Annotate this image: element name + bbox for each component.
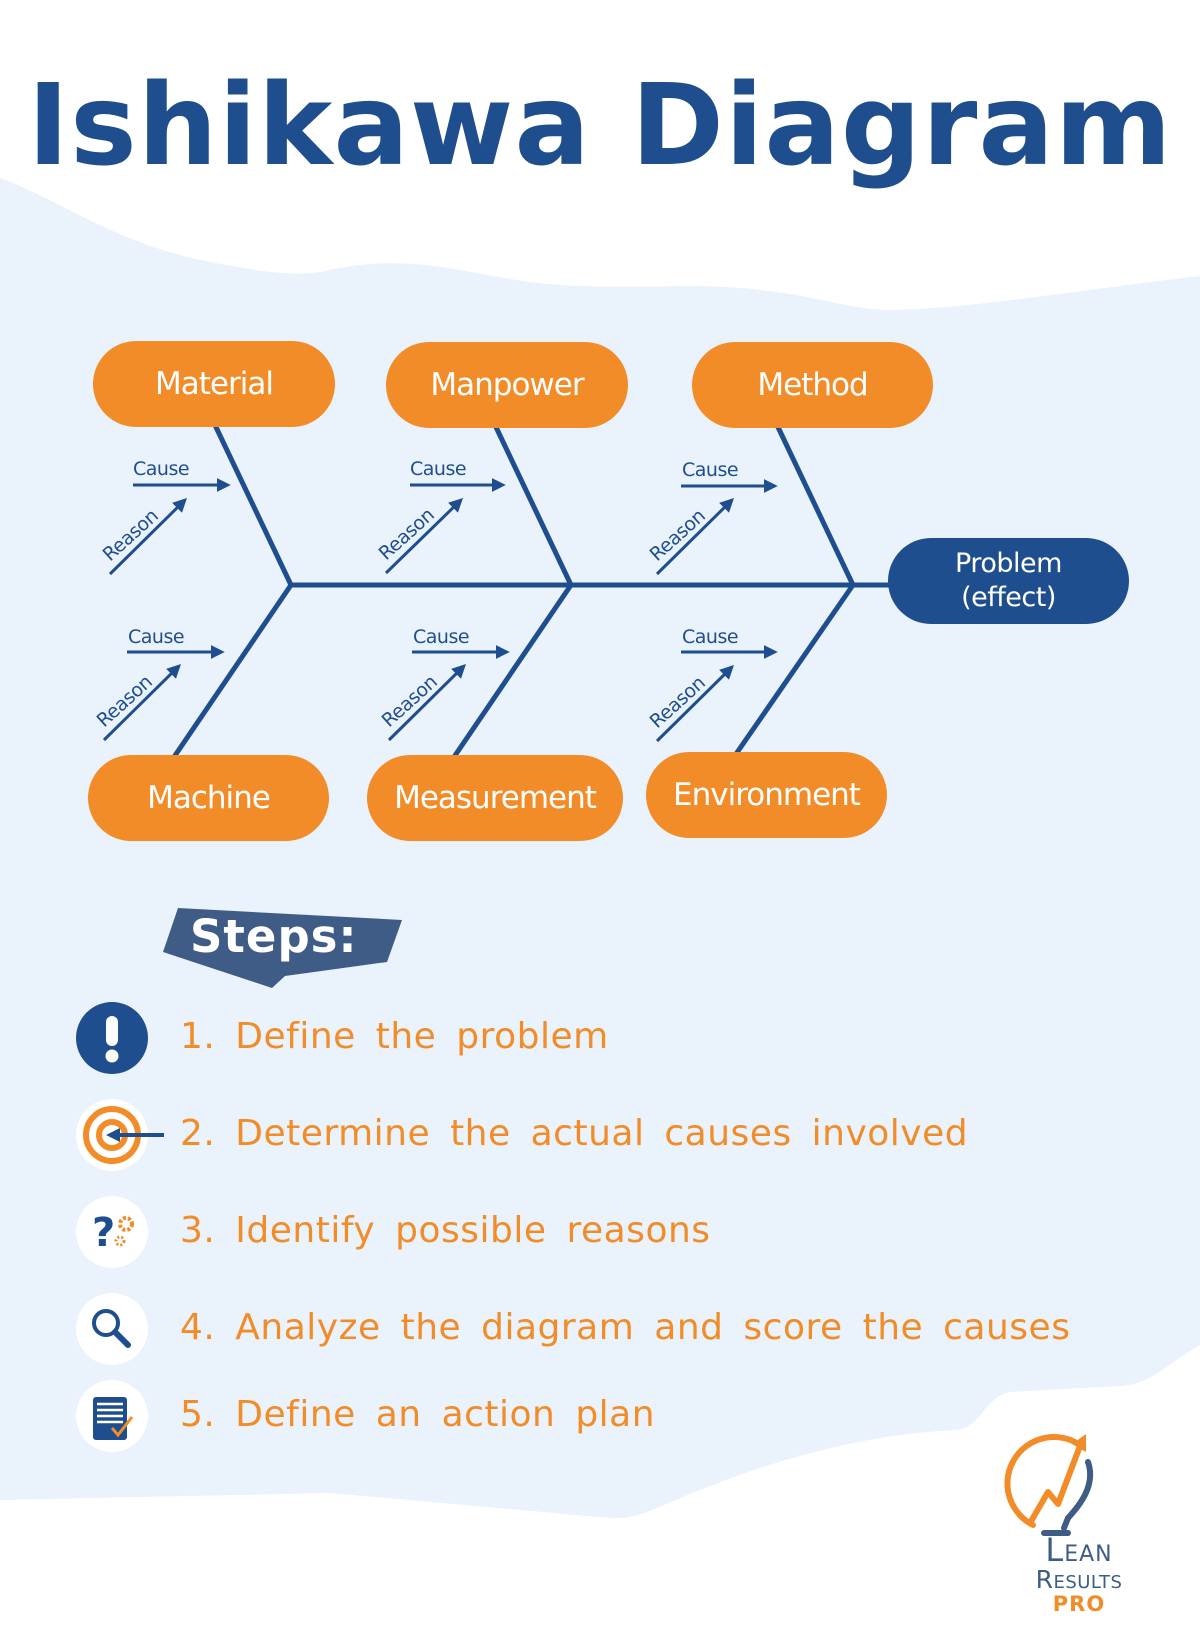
cause-label: Cause xyxy=(413,626,469,648)
effect-label: (effect) xyxy=(961,582,1056,613)
category-machine: Machine xyxy=(88,755,329,841)
background-wave-band xyxy=(0,178,1200,1519)
logo-results-text: Results xyxy=(1035,1565,1123,1594)
cause-label: Cause xyxy=(133,458,189,480)
steps-heading: Steps: xyxy=(190,910,358,963)
checklist-icon xyxy=(76,1380,148,1452)
step-text: 3. Identify possible reasons xyxy=(180,1210,711,1251)
problem-label: Problem xyxy=(955,548,1062,579)
reason-arrow xyxy=(387,664,466,742)
reason-label: Reason xyxy=(646,505,710,566)
reason-arrow xyxy=(384,498,464,575)
reason-label: Reason xyxy=(646,672,710,733)
bone-measurement xyxy=(451,583,574,759)
magnifier-icon xyxy=(76,1293,148,1365)
cause-label: Cause xyxy=(410,458,466,480)
step-item: 4. Analyze the diagram and score the cau… xyxy=(0,1289,1070,1369)
step-text: 4. Analyze the diagram and score the cau… xyxy=(180,1307,1071,1348)
step-text: 5. Define an action plan xyxy=(180,1394,656,1435)
logo-lean-text: Lean xyxy=(1045,1531,1113,1569)
page-title: Ishikawa Diagram xyxy=(27,61,1173,191)
reason-arrow xyxy=(108,498,187,576)
bone-machine xyxy=(171,583,294,759)
bone-environment xyxy=(733,583,856,756)
category-environment: Environment xyxy=(646,752,887,838)
category-measurement: Measurement xyxy=(367,755,623,841)
cause-reason-group-method: Cause Reason xyxy=(646,459,778,576)
svg-text:?: ? xyxy=(92,1210,115,1256)
step-item: 1. Define the problem xyxy=(0,998,1000,1078)
category-method: Method xyxy=(692,342,933,428)
step-item: ? 3. Identify possible reasons xyxy=(0,1192,1000,1272)
question-gears-icon: ? xyxy=(76,1196,148,1268)
reason-arrow xyxy=(102,664,181,742)
category-manpower: Manpower xyxy=(386,342,628,428)
reason-arrow xyxy=(655,665,734,743)
bone-material xyxy=(212,423,294,587)
exclamation-icon xyxy=(76,1002,148,1074)
bone-method xyxy=(774,423,856,587)
problem-effect-head: Problem (effect) xyxy=(888,538,1129,624)
target-icon xyxy=(76,1099,164,1171)
step-text: 2. Determine the actual causes involved xyxy=(180,1113,969,1154)
cause-label: Cause xyxy=(682,626,738,648)
step-text: 1. Define the problem xyxy=(180,1016,609,1057)
category-material: Material xyxy=(93,341,335,427)
steps-banner xyxy=(163,908,402,988)
cause-label: Cause xyxy=(682,459,738,481)
step-item: 2. Determine the actual causes involved xyxy=(0,1095,1000,1175)
reason-arrow xyxy=(655,498,734,576)
lightbulb-growth-icon xyxy=(1004,1433,1094,1536)
logo-pro-text: PRO xyxy=(1052,1592,1106,1616)
step-item: 5. Define an action plan xyxy=(0,1376,1000,1456)
cause-label: Cause xyxy=(128,626,184,648)
bone-manpower xyxy=(492,423,574,587)
